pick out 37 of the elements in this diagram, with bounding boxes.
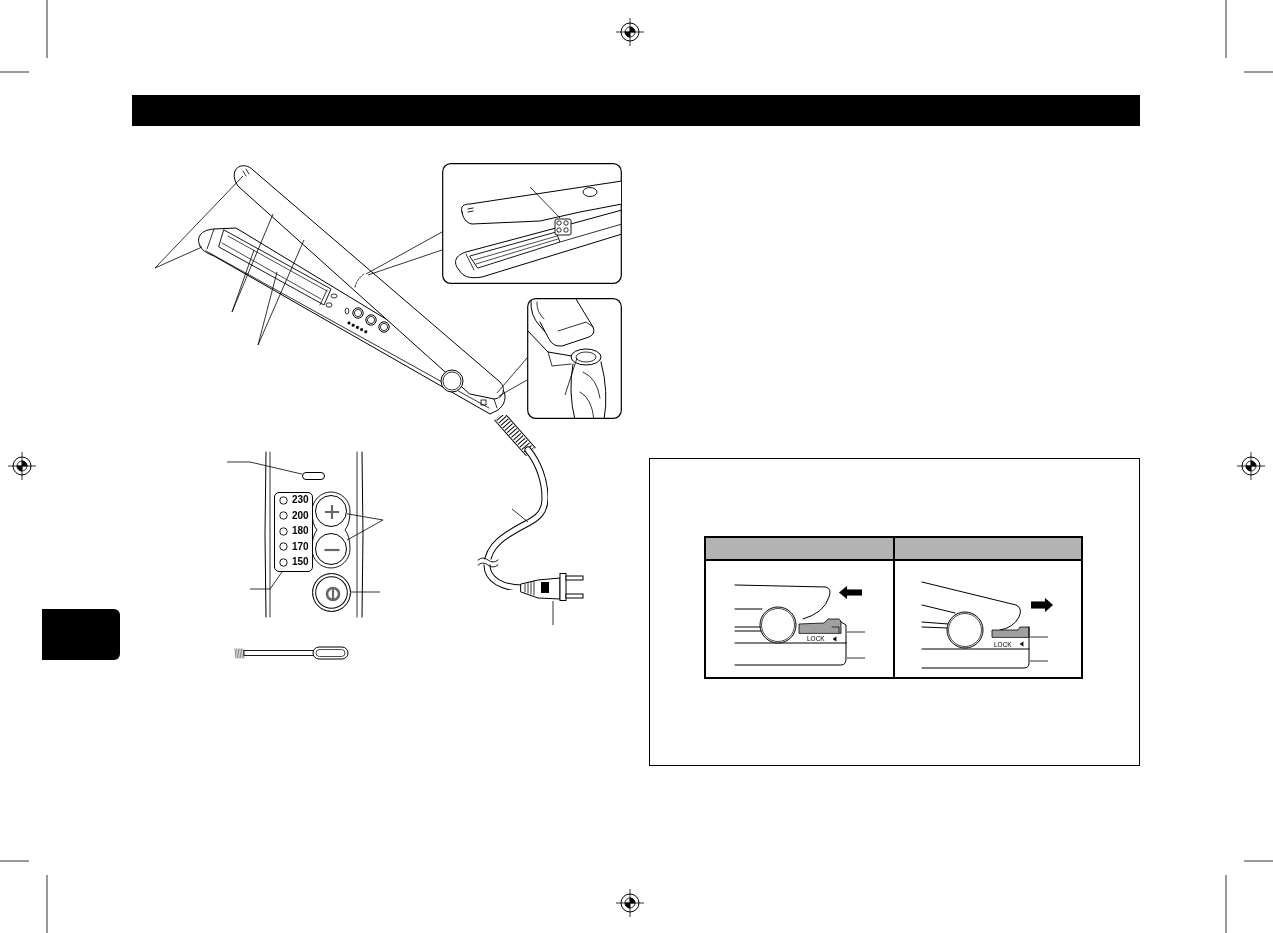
- leader-line: [552, 600, 554, 626]
- temperature-value: 180: [292, 525, 309, 537]
- callout-line: [498, 379, 528, 397]
- leader-line: [1029, 636, 1049, 638]
- cord-swivel-inset-drawing: [527, 298, 622, 419]
- leader-line: [511, 508, 529, 523]
- callout-line: [367, 249, 443, 276]
- leader-line: [1029, 660, 1049, 662]
- callout-line: [365, 231, 443, 275]
- power-button: [312, 573, 351, 612]
- leader-line: [346, 519, 384, 541]
- temperature-value: 230: [292, 494, 309, 506]
- side-tab: [42, 609, 120, 660]
- temperature-indicator-panel: [274, 492, 313, 572]
- leader-line: [350, 591, 381, 593]
- leader-line: [346, 513, 384, 521]
- leader-line: [529, 186, 561, 219]
- detail-inset-drawing: [442, 163, 622, 284]
- plus-button: [315, 495, 347, 527]
- leader-line: [231, 249, 255, 313]
- leader-line: [257, 239, 305, 346]
- power-cord-drawing: [476, 415, 548, 590]
- leader-line: [226, 461, 303, 475]
- temperature-value: 170: [292, 540, 309, 553]
- leader-line: [154, 246, 203, 269]
- leader-line: [154, 175, 244, 269]
- temperature-value: 200: [292, 509, 309, 522]
- leader-line: [249, 571, 283, 590]
- plug-drawing: [520, 572, 585, 601]
- indicator-lamp: [302, 472, 325, 480]
- leader-line: [846, 657, 866, 659]
- leader-line: [564, 357, 578, 396]
- leader-line: [846, 631, 866, 633]
- callout-line: [496, 357, 528, 394]
- minus-button: [315, 533, 347, 565]
- temperature-value: 150: [292, 556, 309, 568]
- control-panel-drawing: [262, 450, 366, 620]
